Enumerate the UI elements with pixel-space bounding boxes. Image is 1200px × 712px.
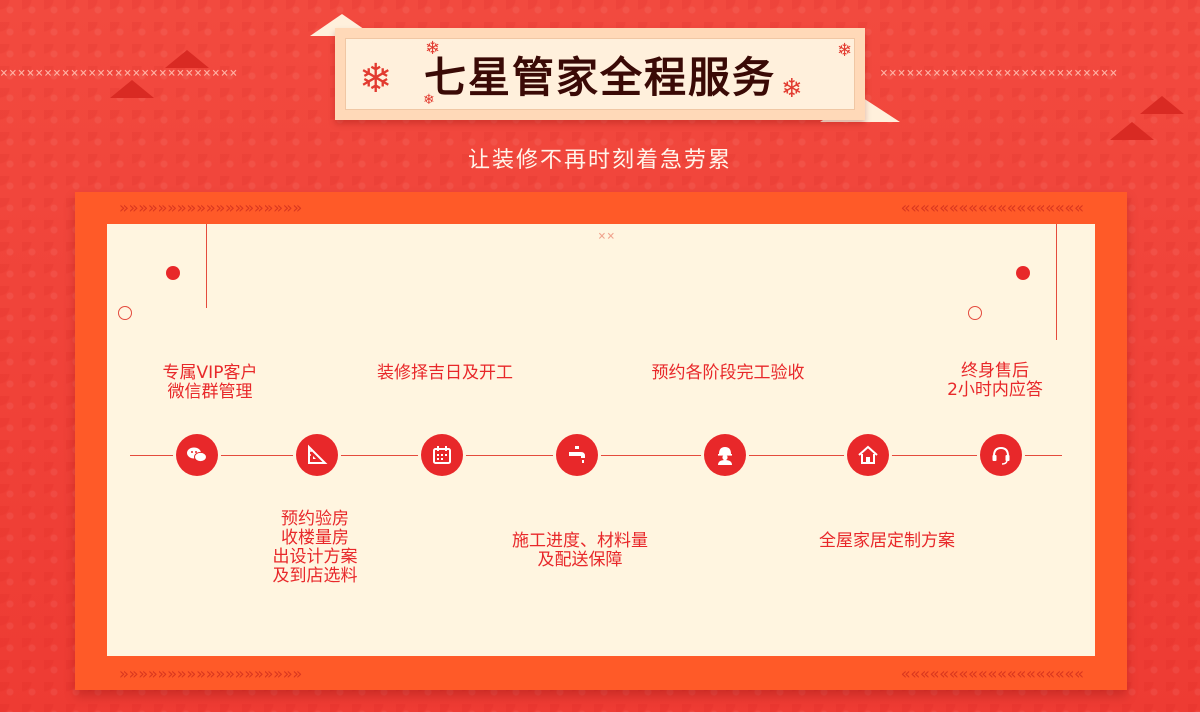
red-dot-ornament bbox=[1016, 266, 1030, 280]
service-panel bbox=[107, 224, 1095, 656]
snowflake-icon: ❄ bbox=[837, 40, 853, 61]
service-label-line: 终身售后 bbox=[961, 361, 1029, 381]
service-label-custom-furniture: 全屋家居定制方案 bbox=[797, 532, 977, 551]
service-label-line: 及到店选料 bbox=[272, 566, 358, 586]
service-label-line: 出设计方案 bbox=[272, 547, 358, 567]
snowflake-icon: ❄ bbox=[359, 56, 393, 102]
mountain-decoration bbox=[165, 50, 209, 68]
snowflake-icon: ❄ bbox=[423, 92, 435, 108]
chevron-border-bottom-left: »»»»»»»»»»»»»»»»»»» bbox=[119, 664, 303, 683]
worker-icon bbox=[704, 434, 746, 476]
service-label-auspicious-start: 装修择吉日及开工 bbox=[355, 364, 535, 383]
cross-stitch-border-right: ××××××××××××××××××××××××××× bbox=[880, 66, 1119, 80]
mountain-decoration bbox=[1110, 122, 1154, 140]
service-label-inspection: 预约各阶段完工验收 bbox=[628, 364, 828, 383]
service-label-progress-delivery: 施工进度、材料量 及配送保障 bbox=[490, 532, 670, 570]
faucet-icon bbox=[556, 434, 598, 476]
service-frame: »»»»»»»»»»»»»»»»»»» ««««««««««««««««««« … bbox=[75, 192, 1127, 690]
service-label-vip-wechat: 专属VIP客户 微信群管理 bbox=[140, 364, 280, 402]
ruler-triangle-icon bbox=[296, 434, 338, 476]
headset-icon bbox=[980, 434, 1022, 476]
service-label-line: 全屋家居定制方案 bbox=[819, 531, 955, 551]
mountain-decoration bbox=[1140, 96, 1184, 114]
service-label-line: 预约验房 bbox=[281, 509, 349, 529]
cross-stitch-column: ××××××××× bbox=[598, 230, 614, 244]
mountain-decoration bbox=[110, 80, 154, 98]
red-dot-ornament bbox=[166, 266, 180, 280]
chevron-border-top-right: ««««««««««««««««««« bbox=[901, 198, 1085, 217]
service-label-line: 及配送保障 bbox=[537, 550, 623, 570]
house-icon bbox=[847, 434, 889, 476]
calendar-icon bbox=[421, 434, 463, 476]
hanging-line-right bbox=[1056, 224, 1057, 340]
cross-stitch-border-left: ××××××××××××××××××××××××××× bbox=[0, 66, 239, 80]
ring-ornament bbox=[968, 306, 982, 320]
title-box bbox=[335, 28, 865, 120]
chevron-border-bottom-right: ««««««««««««««««««« bbox=[901, 664, 1085, 683]
page-subtitle: 让装修不再时刻着急劳累 bbox=[467, 148, 732, 173]
chevron-border-top-left: »»»»»»»»»»»»»»»»»»» bbox=[119, 198, 303, 217]
service-label-line: 预约各阶段完工验收 bbox=[651, 363, 805, 383]
service-label-line: 施工进度、材料量 bbox=[512, 531, 648, 551]
service-label-line: 专属VIP客户 bbox=[162, 363, 258, 383]
title-banner: ❄ ❄ ❄ ❄ ❄ 七星管家全程服务 bbox=[335, 28, 865, 120]
page-title: 七星管家全程服务 bbox=[423, 53, 776, 102]
service-label-line: 收楼量房 bbox=[281, 528, 349, 548]
snowflake-icon: ❄ bbox=[781, 74, 803, 104]
hanging-line-left bbox=[206, 224, 207, 308]
service-label-after-sales: 终身售后 2小时内应答 bbox=[925, 362, 1065, 400]
service-label-line: 2小时内应答 bbox=[947, 380, 1043, 400]
service-label-line: 微信群管理 bbox=[167, 382, 253, 402]
service-label-measure-design: 预约验房 收楼量房 出设计方案 及到店选料 bbox=[250, 510, 380, 586]
wechat-icon bbox=[176, 434, 218, 476]
ring-ornament bbox=[118, 306, 132, 320]
service-label-line: 装修择吉日及开工 bbox=[377, 363, 513, 383]
snowflake-icon: ❄ bbox=[425, 38, 441, 59]
